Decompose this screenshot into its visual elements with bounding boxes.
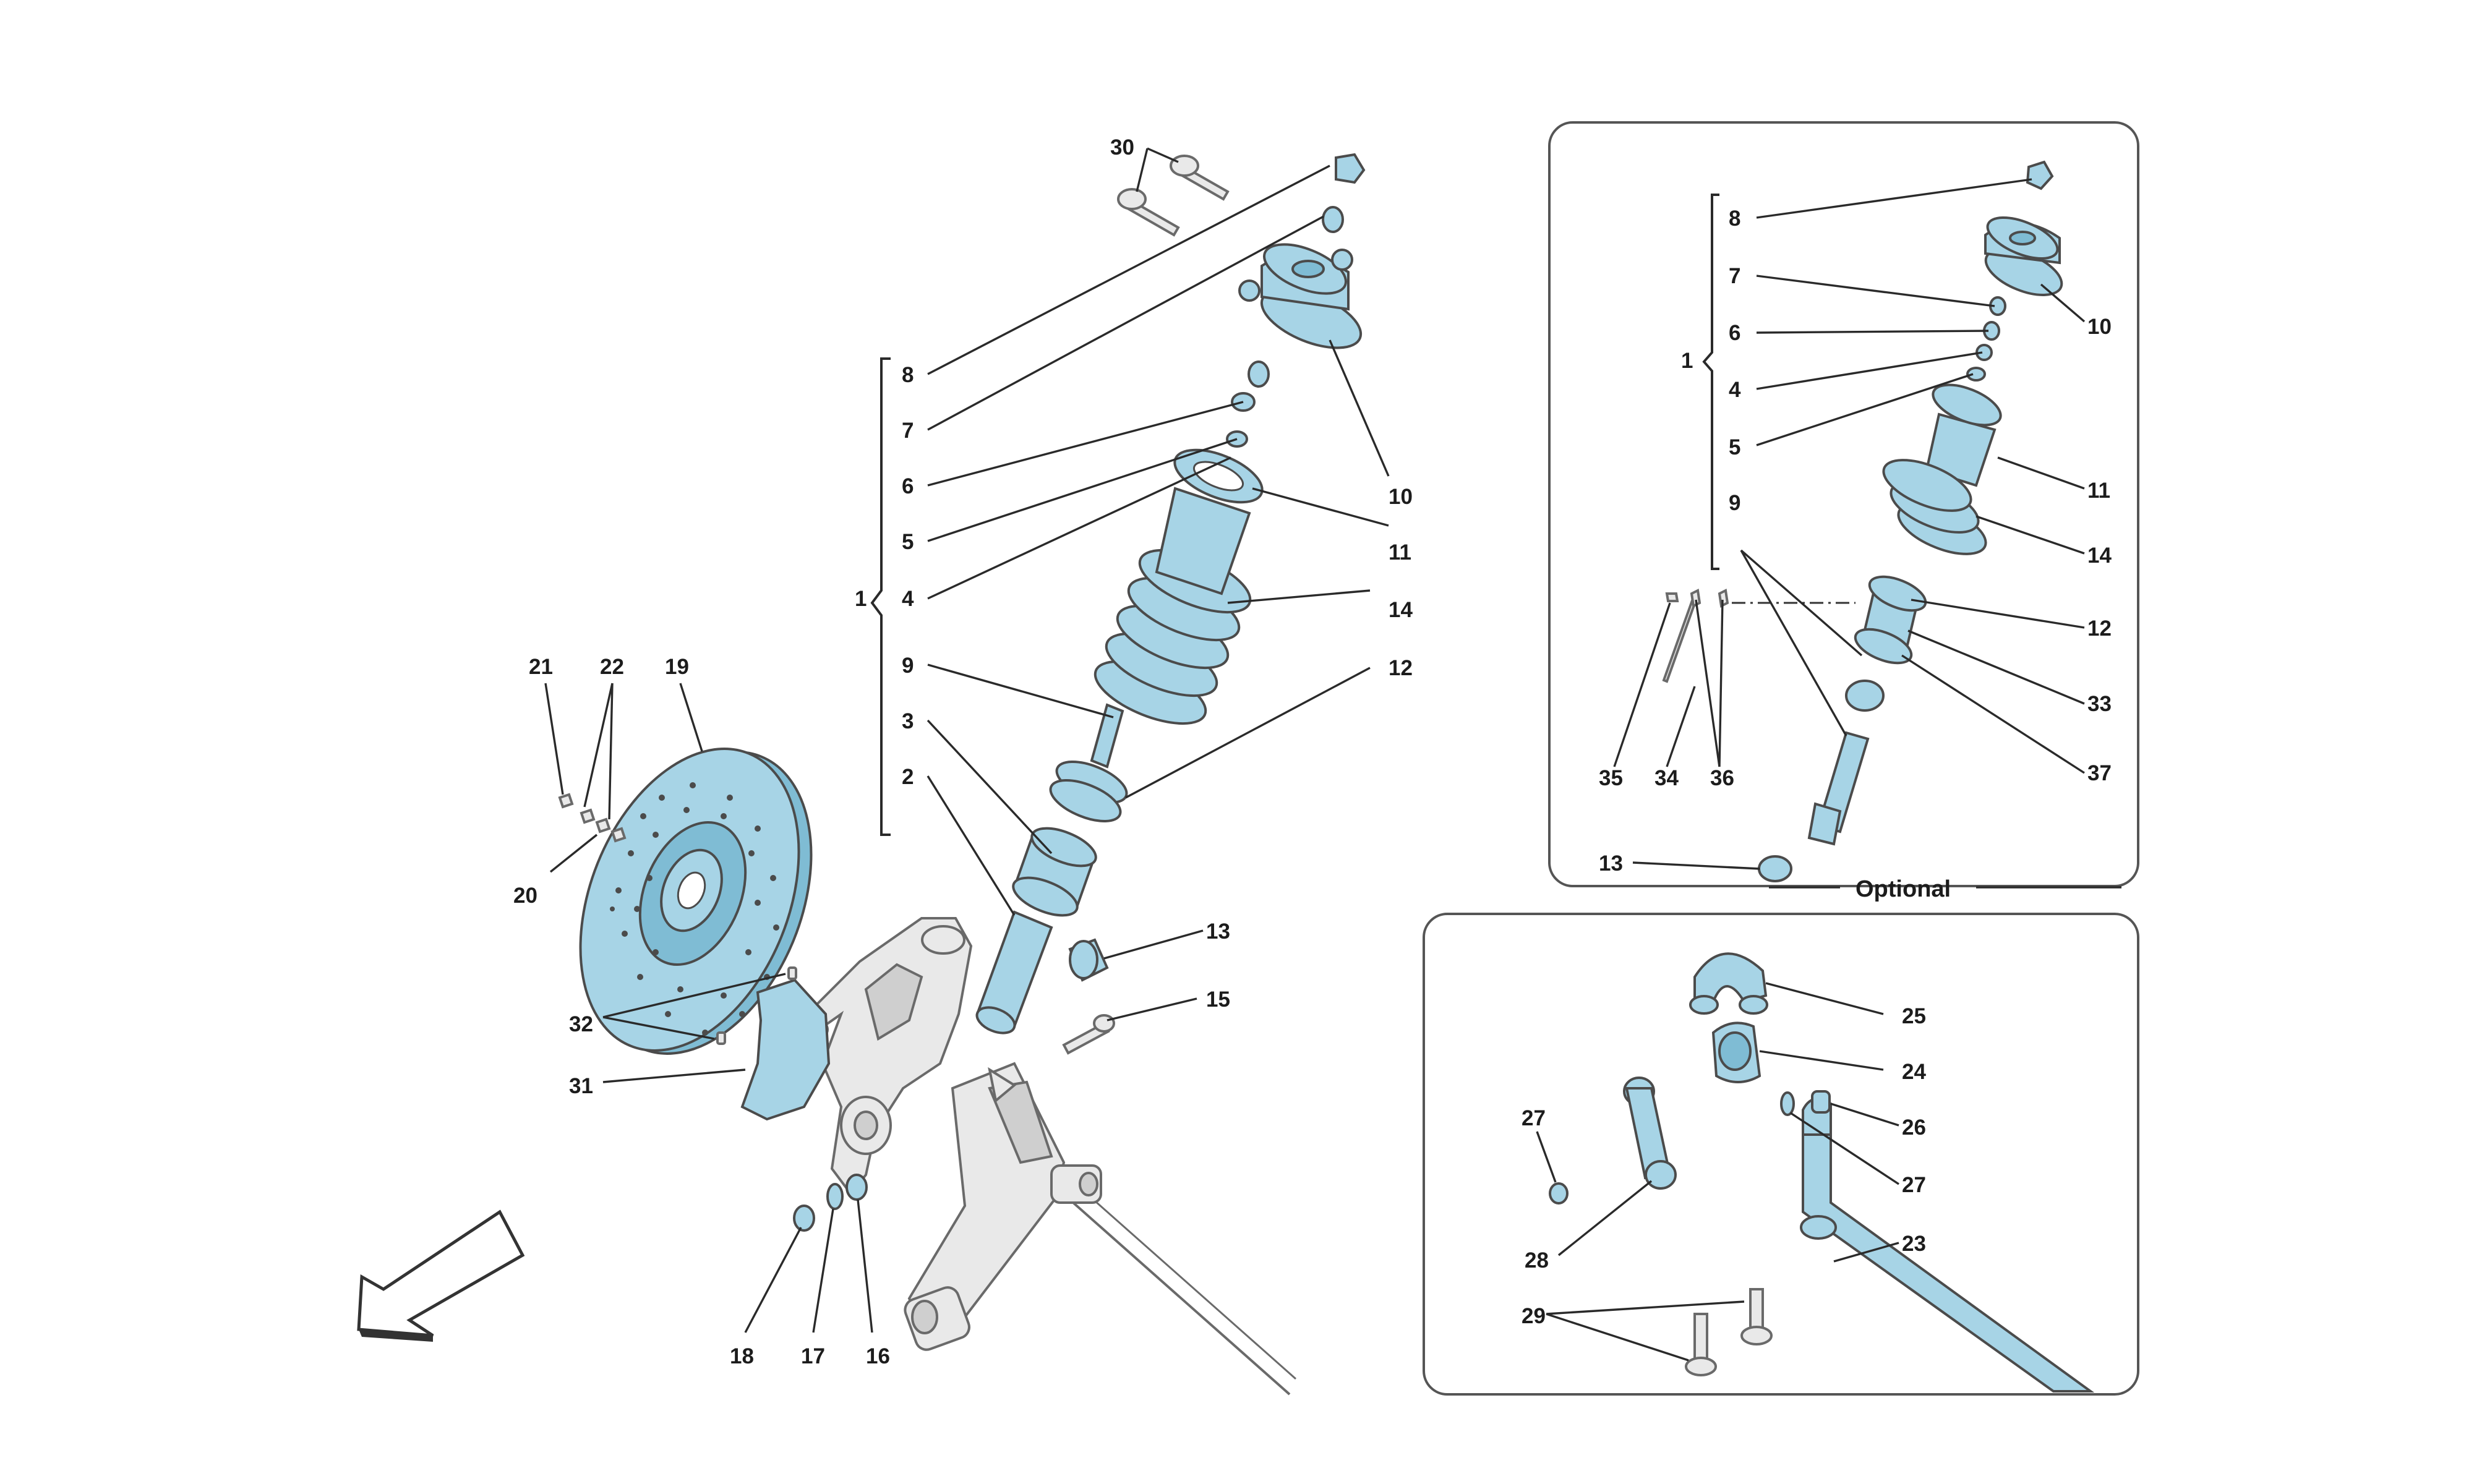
bracket-main (870, 357, 891, 836)
stab-callout-27a: 27 (1522, 1106, 1546, 1130)
callout-7: 7 (902, 419, 914, 443)
stab-callout-26: 26 (1902, 1115, 1926, 1140)
stab-callout-23: 23 (1902, 1232, 1926, 1256)
callout-4: 4 (902, 587, 914, 611)
opt-callout-36: 36 (1710, 766, 1734, 790)
suspension-arm (904, 1062, 1296, 1396)
washer-17 (826, 1183, 844, 1210)
labels-main: 30 8 7 6 5 4 1 9 3 2 10 11 14 12 13 15 2… (513, 135, 1413, 1368)
opt-callout-6: 6 (1729, 321, 1740, 345)
callout-32: 32 (569, 1012, 593, 1036)
optional-caption: Optional (1856, 876, 1951, 902)
bushing-13-face (1069, 940, 1098, 979)
callout-31: 31 (569, 1074, 593, 1098)
opt-callout-37: 37 (2087, 761, 2112, 785)
opt-callout-35: 35 (1599, 766, 1623, 790)
optional-panel (1548, 121, 2139, 887)
opt-callout-4: 4 (1729, 378, 1741, 402)
brake-dust-shield (740, 978, 831, 1121)
opt-callout-34: 34 (1654, 766, 1679, 790)
callout-16: 16 (866, 1344, 890, 1368)
bolts-30 (1117, 155, 1230, 237)
opt-callout-7: 7 (1729, 264, 1740, 288)
opt-callout-8: 8 (1729, 207, 1740, 231)
stab-callout-28: 28 (1525, 1248, 1549, 1273)
opt-callout-1: 1 (1681, 349, 1693, 373)
callout-10: 10 (1389, 485, 1413, 509)
disc-screws (558, 793, 627, 843)
callout-14: 14 (1389, 598, 1413, 622)
callout-22: 22 (600, 655, 624, 679)
opt-callout-12: 12 (2087, 616, 2112, 641)
callout-13: 13 (1206, 919, 1230, 944)
opt-callout-13: 13 (1599, 851, 1623, 876)
callout-8: 8 (902, 363, 914, 387)
brake-disc (579, 748, 813, 1055)
callout-17: 17 (801, 1344, 825, 1368)
front-direction-arrow-icon (357, 1209, 525, 1342)
stab-callout-24: 24 (1902, 1060, 1926, 1084)
callout-2: 2 (902, 765, 914, 789)
pin-32a (787, 966, 797, 980)
pin-32b (716, 1031, 726, 1045)
opt-callout-33: 33 (2087, 692, 2112, 716)
callout-12: 12 (1389, 656, 1413, 680)
opt-callout-14: 14 (2087, 544, 2112, 568)
callout-15: 15 (1206, 987, 1230, 1012)
labels-stabilizer: 25 24 26 27 27 28 23 29 (1522, 1004, 1926, 1328)
stab-callout-27b: 27 (1902, 1173, 1926, 1197)
optional-shock-assembly (1662, 160, 2063, 882)
bracket-optional (1702, 194, 1719, 570)
leader-lines-main (544, 147, 1390, 1333)
callout-3: 3 (902, 709, 914, 733)
shock-absorber-assembly (975, 153, 1366, 1034)
callout-1: 1 (855, 587, 867, 611)
leader-lines-optional (1613, 178, 2121, 889)
callout-5: 5 (902, 530, 914, 554)
callout-11: 11 (1389, 540, 1411, 565)
callout-30: 30 (1110, 135, 1134, 160)
stabilizer-panel (1423, 913, 2139, 1396)
opt-callout-5: 5 (1729, 435, 1740, 459)
callout-18: 18 (730, 1344, 754, 1368)
callout-21: 21 (529, 655, 553, 679)
opt-callout-10: 10 (2087, 315, 2112, 339)
callout-9: 9 (902, 654, 914, 678)
nut-16 (845, 1174, 868, 1201)
callout-19: 19 (665, 655, 689, 679)
labels-optional: 8 7 6 4 1 5 9 10 11 14 12 33 37 35 34 36… (1599, 207, 2112, 902)
leader-lines-stabilizer (1536, 982, 1899, 1362)
stab-callout-25: 25 (1902, 1004, 1926, 1028)
callout-6: 6 (902, 474, 914, 498)
stab-callout-29: 29 (1522, 1304, 1546, 1328)
bolt-15 (1062, 1014, 1115, 1055)
opt-callout-11: 11 (2087, 479, 2110, 503)
opt-callout-9: 9 (1729, 491, 1740, 515)
nut-18 (793, 1205, 815, 1232)
callout-20: 20 (513, 884, 537, 908)
